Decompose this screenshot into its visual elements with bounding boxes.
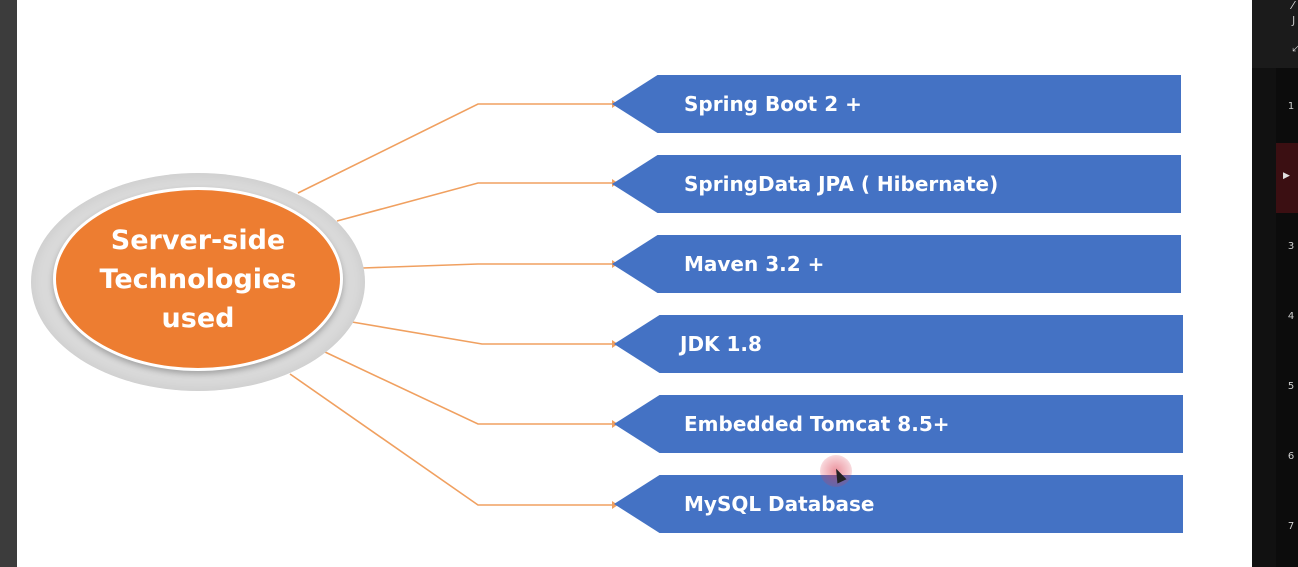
- connector-line: [289, 373, 612, 506]
- connector-line: [324, 351, 612, 425]
- slide-number[interactable]: 1: [1287, 101, 1295, 112]
- tech-label: Embedded Tomcat 8.5+: [684, 412, 950, 436]
- center-title-line: used: [161, 302, 235, 334]
- center-title: Server-side Technologies used: [88, 221, 308, 338]
- play-indicator-icon: ▶: [1283, 171, 1290, 181]
- slide-number[interactable]: 4: [1287, 311, 1295, 322]
- center-title-line: Server-side: [110, 224, 286, 256]
- slide-number[interactable]: 3: [1287, 241, 1295, 252]
- connector-line: [336, 182, 612, 222]
- tech-box-mysql: MySQL Database: [614, 475, 1183, 533]
- center-title-line: Technologies: [99, 263, 297, 295]
- tech-box-maven: Maven 3.2 +: [612, 235, 1181, 293]
- panel-corner-glyph: ⁄: [1292, 0, 1294, 12]
- tech-label: SpringData JPA ( Hibernate): [684, 172, 999, 196]
- tech-box-spring-data-jpa: SpringData JPA ( Hibernate): [612, 155, 1181, 213]
- arrowhead-icon: [612, 501, 618, 509]
- window-left-edge: [0, 0, 17, 567]
- tech-label: JDK 1.8: [680, 332, 762, 356]
- connector-line: [351, 321, 612, 345]
- expand-icon[interactable]: ⤢: [1292, 40, 1298, 54]
- tech-box-jdk: JDK 1.8: [614, 315, 1183, 373]
- panel-header: ⁄ J ⤢: [1252, 0, 1298, 68]
- connector-line: [362, 263, 612, 269]
- slide-thumbnail-panel: ⁄ J ⤢: [1252, 0, 1298, 567]
- tech-box-spring-boot: Spring Boot 2 +: [612, 75, 1181, 133]
- tech-label: Spring Boot 2 +: [684, 92, 862, 116]
- active-slide-marker[interactable]: ▶: [1276, 143, 1298, 213]
- panel-corner-glyph: J: [1292, 14, 1296, 27]
- slide-number[interactable]: 6: [1287, 451, 1295, 462]
- tech-box-tomcat: Embedded Tomcat 8.5+: [614, 395, 1183, 453]
- tech-label: MySQL Database: [684, 492, 875, 516]
- slide-number[interactable]: 7: [1287, 521, 1295, 532]
- tech-label: Maven 3.2 +: [684, 252, 825, 276]
- connector-line: [297, 103, 612, 194]
- slide-number[interactable]: 5: [1287, 381, 1295, 392]
- cursor-highlight: [820, 455, 852, 487]
- center-ellipse: Server-side Technologies used: [53, 187, 343, 371]
